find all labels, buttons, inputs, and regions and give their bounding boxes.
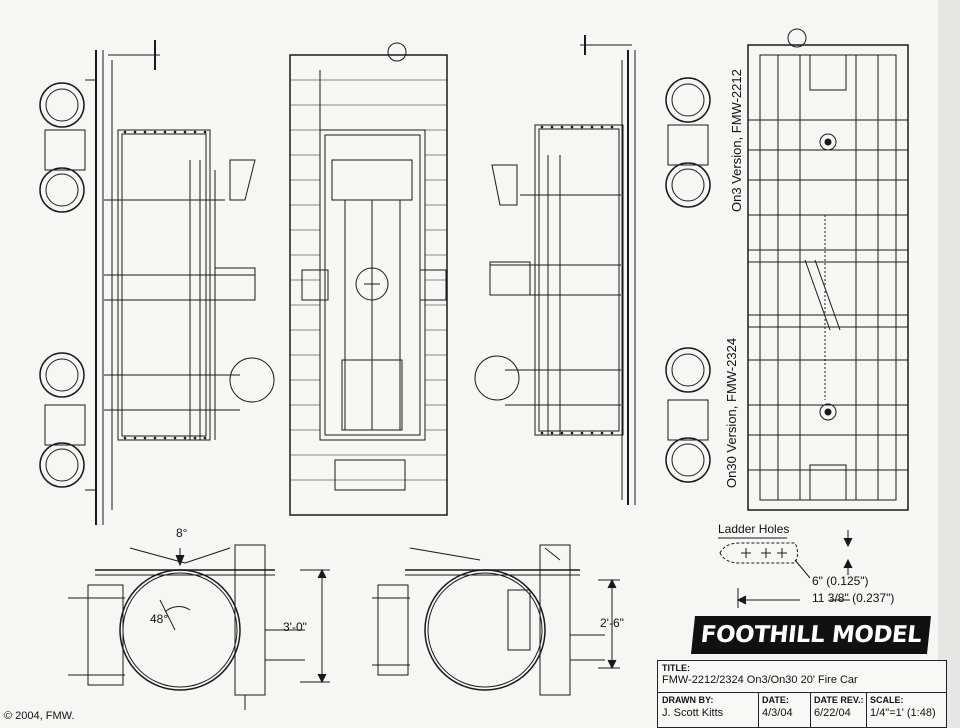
copyright: © 2004, FMW. xyxy=(4,710,75,722)
title-block: TITLE: FMW-2212/2324 On3/On30 20' Fire C… xyxy=(657,660,947,728)
drawn-by-label: DRAWN BY: xyxy=(662,695,714,705)
height-left-label: 3'-0" xyxy=(283,620,307,634)
brand-logo: FOOTHILL MODEL WORKS xyxy=(691,616,931,686)
side-elevation-right xyxy=(474,35,711,505)
scale-label: SCALE: xyxy=(870,695,904,705)
ladder-holes-dim-2: 11 3/8" (0.237") xyxy=(812,591,895,605)
underside-plan-view xyxy=(747,28,909,511)
top-plan-view xyxy=(289,42,448,516)
ladder-holes-detail xyxy=(718,530,853,608)
date-label: DATE: xyxy=(762,695,789,705)
side-version-label-2: On30 Version, FMW-2324 xyxy=(724,337,739,488)
side-elevation-left xyxy=(39,40,275,525)
end-view-left xyxy=(68,544,330,710)
date-rev-label: DATE REV.: xyxy=(814,695,864,705)
drawn-by-value: J. Scott Kitts xyxy=(662,707,724,719)
ladder-holes-title: Ladder Holes xyxy=(718,522,790,536)
scale-cell: SCALE: 1/4"=1' (1:48) xyxy=(866,692,946,728)
ladder-holes-dim-1: 6" (0.125") xyxy=(812,574,869,588)
date-value: 4/3/04 xyxy=(762,707,793,719)
angle-mid-label: 48° xyxy=(150,612,169,626)
end-view-right xyxy=(372,544,620,696)
date-rev-cell: DATE REV.: 6/22/04 xyxy=(810,692,867,728)
height-right-label: 2'-6" xyxy=(600,616,624,630)
date-cell: DATE: 4/3/04 xyxy=(758,692,811,728)
title-label: TITLE: xyxy=(662,663,690,673)
date-rev-value: 6/22/04 xyxy=(814,707,851,719)
title-value: FMW-2212/2324 On3/On30 20' Fire Car xyxy=(662,674,858,686)
angle-top-label: 8° xyxy=(176,526,188,540)
drawn-by-cell: DRAWN BY: J. Scott Kitts xyxy=(658,692,759,728)
scale-value: 1/4"=1' (1:48) xyxy=(870,707,936,719)
side-version-label-1: On3 Version, FMW-2212 xyxy=(729,69,744,212)
